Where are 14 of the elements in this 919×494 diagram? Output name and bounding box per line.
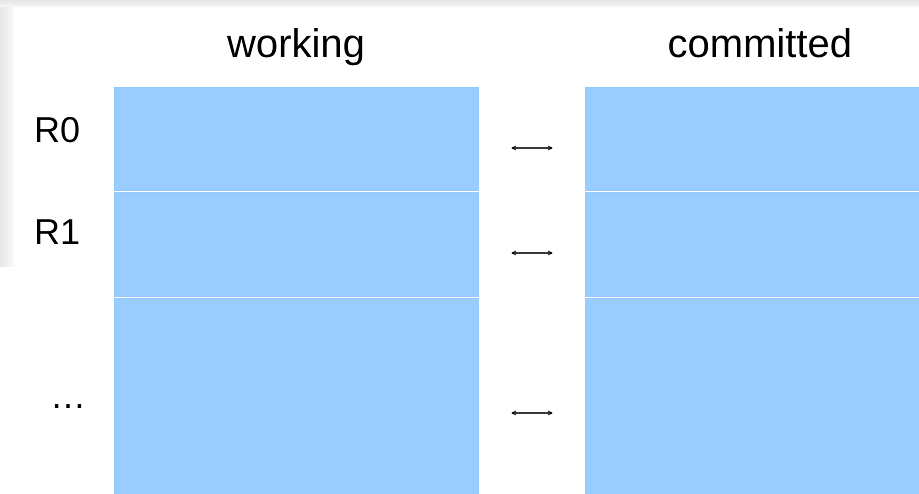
double-arrow	[512, 410, 552, 416]
register-box	[114, 298, 479, 494]
row-label: R0	[34, 112, 80, 148]
column-heading: committed	[668, 24, 852, 64]
column-heading: working	[227, 24, 365, 64]
row-label: R1	[34, 214, 80, 250]
double-arrow	[512, 146, 552, 150]
register-box	[585, 192, 919, 297]
register-box	[585, 87, 919, 191]
register-box	[114, 192, 479, 297]
double-arrow	[512, 250, 552, 256]
register-box	[585, 298, 919, 494]
row-label: …	[50, 378, 86, 414]
register-box	[114, 87, 479, 191]
